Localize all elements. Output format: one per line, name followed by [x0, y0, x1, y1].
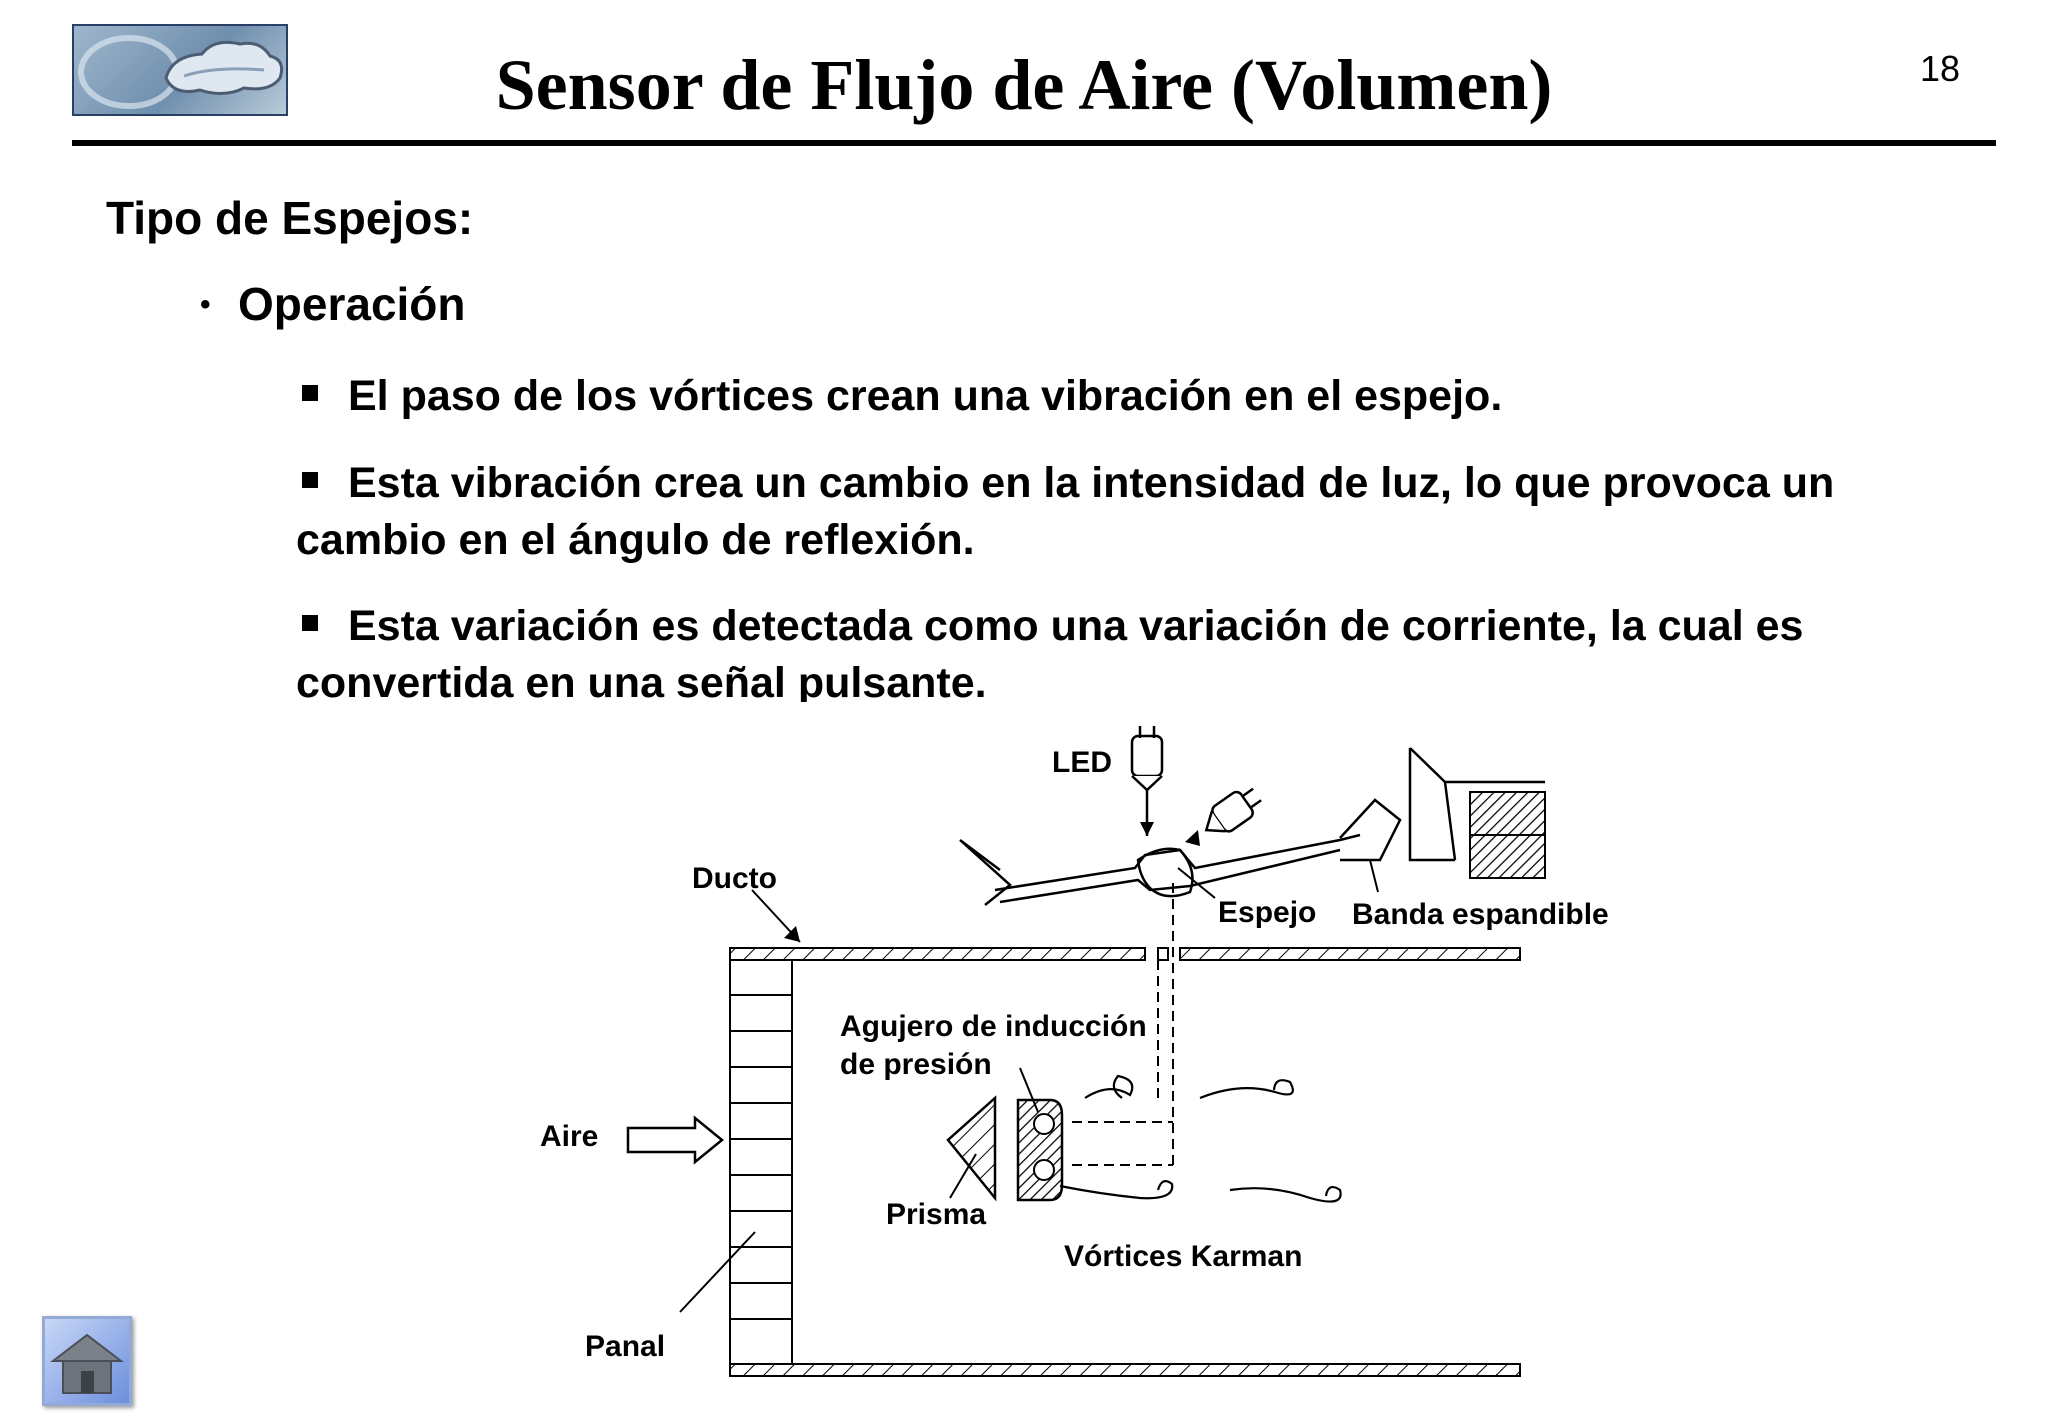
- pressure-hole: [1033, 1113, 1055, 1135]
- bullet-label: Operación: [238, 278, 466, 330]
- banda-pointer: [1369, 859, 1379, 893]
- square-bullet-icon: [302, 384, 318, 401]
- pressure-hole: [1033, 1159, 1055, 1181]
- photodetector-icon: [1204, 787, 1262, 833]
- slide-title: Sensor de Flujo de Aire (Volumen): [495, 45, 1553, 125]
- car-logo-icon: [72, 24, 288, 116]
- bullet-operacion: • Operación: [200, 278, 466, 331]
- label-vortices: Vórtices Karman: [1064, 1240, 1302, 1273]
- square-bullet-icon: [302, 471, 318, 488]
- label-prisma: Prisma: [886, 1198, 986, 1231]
- sub-item-3: Esta variación es detectada como una var…: [296, 598, 1916, 702]
- led-arrow-head: [1140, 822, 1154, 836]
- pressure-port: [1157, 947, 1169, 961]
- home-icon: [50, 1333, 124, 1394]
- section-heading: Tipo de Espejos:: [106, 192, 474, 244]
- karman-vortices: [1059, 1074, 1342, 1203]
- sub-item-text: Esta vibración crea un cambio en la inte…: [296, 459, 1835, 564]
- espejo-pointer: [1177, 867, 1216, 899]
- panal-pointer: [679, 1231, 756, 1313]
- label-banda: Banda espandible: [1352, 898, 1609, 931]
- ducto-arrow-head: [784, 926, 800, 942]
- label-aire: Aire: [540, 1120, 598, 1153]
- title-divider: [72, 140, 1996, 146]
- led-icon: [1130, 726, 1164, 836]
- mirror-assembly: [959, 747, 1545, 906]
- home-button[interactable]: [42, 1316, 132, 1406]
- sub-item-2: Esta vibración crea un cambio en la inte…: [296, 455, 1916, 569]
- air-arrow-icon: [626, 1115, 724, 1165]
- label-agujero-line1: Agujero de inducción: [840, 1010, 1147, 1043]
- label-espejo: Espejo: [1218, 896, 1316, 929]
- square-bullet-icon: [302, 614, 318, 631]
- agujero-pointer: [1019, 1067, 1039, 1113]
- duct-top-wall-left: [729, 947, 1146, 961]
- duct-top-wall-right: [1179, 947, 1521, 961]
- prisma-pointer: [949, 1153, 977, 1199]
- pressure-lines: [1072, 880, 1174, 1166]
- sub-item-1: El paso de los vórtices crean una vibrac…: [296, 368, 1916, 425]
- sub-item-text: Esta variación es detectada como una var…: [296, 602, 1804, 702]
- sub-item-text: El paso de los vórtices crean una vibrac…: [348, 372, 1503, 420]
- duct-bottom-wall: [729, 1363, 1521, 1377]
- label-agujero-line2: de presión: [840, 1048, 992, 1081]
- label-panal: Panal: [585, 1330, 665, 1363]
- label-led: LED: [1052, 746, 1112, 779]
- detector-arrow-head: [1185, 830, 1200, 846]
- page-number: 18: [1919, 48, 1960, 89]
- honeycomb-panel: [729, 959, 793, 1365]
- bullet-dot-icon: •: [200, 288, 211, 321]
- prism: [946, 1095, 997, 1202]
- label-ducto: Ducto: [692, 862, 777, 895]
